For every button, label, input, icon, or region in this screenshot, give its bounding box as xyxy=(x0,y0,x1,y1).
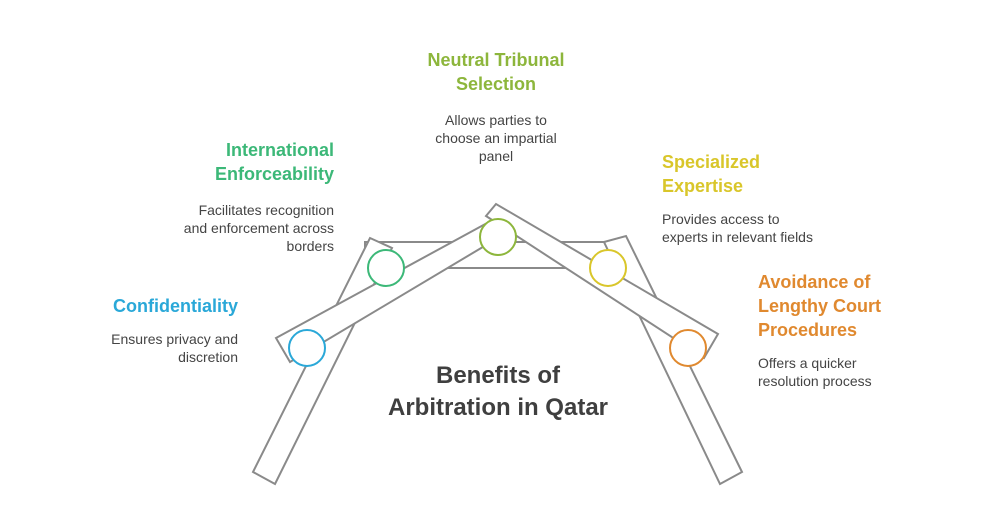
neutral-node xyxy=(479,218,517,256)
specialized-node xyxy=(589,249,627,287)
international-node xyxy=(367,249,405,287)
diagram-title: Benefits of Arbitration in Qatar xyxy=(387,362,609,421)
confidentiality-title: Confidentiality xyxy=(113,296,238,316)
avoidance-description: Offers a quicker resolution process xyxy=(758,355,872,389)
neutral-title: Neutral Tribunal Selection xyxy=(427,50,565,94)
international-description: Facilitates recognition and enforcement … xyxy=(183,202,334,254)
specialized-description: Provides access to experts in relevant f… xyxy=(662,211,813,245)
neutral-description: Allows parties to choose an impartial pa… xyxy=(435,112,557,164)
international-title: International Enforceability xyxy=(214,140,334,184)
confidentiality-description: Ensures privacy and discretion xyxy=(111,331,238,365)
confidentiality-node xyxy=(288,329,326,367)
avoidance-node xyxy=(669,329,707,367)
specialized-title: Specialized Expertise xyxy=(662,152,761,196)
avoidance-title: Avoidance of Lengthy Court Procedures xyxy=(758,272,881,340)
